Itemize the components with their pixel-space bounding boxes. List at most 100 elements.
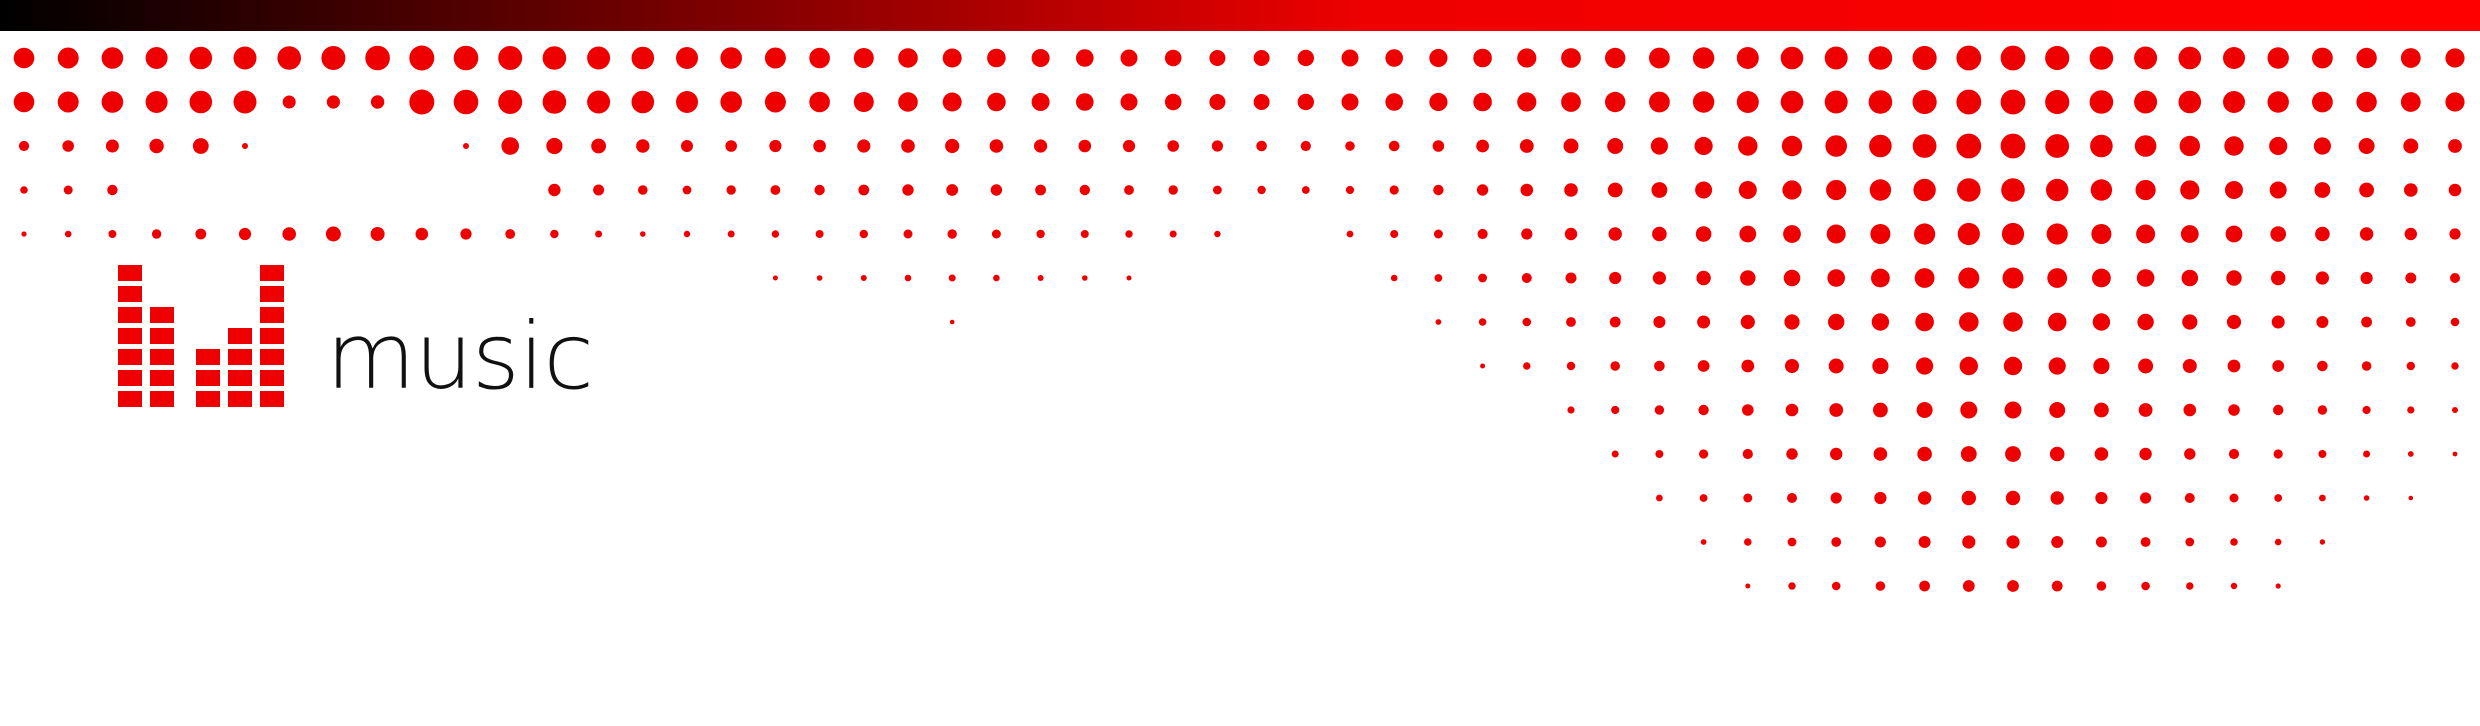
halftone-dot [238, 227, 252, 241]
halftone-dot [1519, 139, 1534, 153]
halftone-dot [1126, 275, 1132, 281]
equalizer-block [118, 349, 142, 365]
halftone-dot [2449, 228, 2461, 240]
equalizer-block [260, 265, 284, 281]
halftone-dot [1611, 405, 1620, 415]
halftone-dot [2356, 47, 2377, 69]
halftone-dot [1745, 583, 1751, 589]
halftone-dot [1695, 226, 1712, 242]
halftone-dot [2184, 493, 2195, 503]
halftone-dot [1873, 447, 1888, 461]
equalizer-block [228, 370, 252, 386]
halftone-dot [1736, 47, 1759, 69]
halftone-dot [809, 47, 830, 69]
halftone-dot [1828, 358, 1844, 374]
halftone-dot [809, 91, 830, 113]
halftone-dot [720, 91, 742, 113]
halftone-dot [1435, 319, 1442, 325]
halftone-dot [1869, 134, 1892, 158]
halftone-dot [2269, 136, 2288, 156]
halftone-dot [1738, 181, 1757, 199]
halftone-dot [1345, 141, 1355, 151]
halftone-dot [681, 140, 693, 152]
halftone-dot [2134, 135, 2157, 157]
equalizer-block [260, 370, 284, 386]
halftone-dot [18, 140, 30, 152]
equalizer-block [260, 307, 284, 323]
halftone-dot [1740, 314, 1755, 330]
halftone-dot [21, 231, 27, 237]
halftone-dot [2359, 182, 2375, 198]
halftone-dot [1788, 582, 1796, 590]
halftone-dot [2360, 271, 2373, 285]
halftone-dot [2134, 90, 2158, 114]
halftone-dot [1651, 182, 1668, 198]
halftone-dot [1120, 93, 1138, 111]
halftone-dot [2274, 494, 2283, 502]
halftone-dot [2407, 406, 2415, 414]
halftone-dot [946, 184, 959, 196]
halftone-dot [1034, 139, 1048, 153]
halftone-dot [902, 184, 914, 196]
halftone-dot [1473, 92, 1492, 112]
halftone-dot [1914, 223, 1936, 245]
halftone-dot [2095, 491, 2108, 505]
halftone-dot [1655, 450, 1664, 458]
halftone-dot [1124, 185, 1134, 195]
brand-logo: music [118, 262, 594, 407]
halftone-dot [542, 90, 567, 114]
halftone-dot [1388, 140, 1400, 152]
halftone-dot [501, 137, 519, 155]
halftone-dot [2091, 224, 2112, 244]
halftone-dot [1785, 359, 1799, 373]
halftone-dot [2317, 360, 2328, 372]
halftone-dot [1429, 92, 1448, 112]
halftone-dot [282, 95, 296, 109]
halftone-dot [904, 274, 912, 282]
halftone-dot [1654, 360, 1665, 372]
halftone-dot [1650, 137, 1668, 155]
halftone-dot [942, 92, 962, 112]
halftone-dot [1741, 359, 1755, 373]
halftone-dot [1031, 49, 1050, 67]
halftone-dot [2140, 492, 2152, 504]
halftone-dot [370, 227, 385, 241]
halftone-dot [1917, 446, 1932, 462]
halftone-dot [1035, 184, 1046, 196]
halftone-dot [64, 230, 72, 238]
halftone-dot [1478, 318, 1487, 326]
halftone-dot [2092, 313, 2111, 331]
halftone-dot [2275, 583, 2281, 589]
halftone-dot [415, 227, 429, 241]
top-gradient-bar [0, 0, 2480, 31]
halftone-dot [1561, 48, 1581, 68]
halftone-dot [2316, 316, 2329, 328]
halftone-dot [365, 45, 390, 71]
halftone-dot [1956, 45, 1982, 71]
halftone-dot [2140, 537, 2151, 547]
halftone-dot [987, 48, 1006, 68]
halftone-dot [1962, 535, 1976, 549]
halftone-dot [2450, 273, 2460, 283]
halftone-dot [1257, 185, 1266, 195]
halftone-dot [1432, 140, 1445, 152]
halftone-dot [2270, 226, 2286, 242]
halftone-dot [1919, 580, 1930, 592]
halftone-dot [1429, 48, 1448, 68]
halftone-dot [2400, 92, 2421, 112]
halftone-dot [1871, 313, 1890, 331]
halftone-dot [546, 137, 563, 155]
halftone-dot [1523, 362, 1531, 370]
halftone-dot [2181, 269, 2199, 287]
halftone-dot [409, 89, 435, 115]
equalizer-block [260, 391, 284, 407]
halftone-dot [20, 186, 28, 194]
halftone-dot [2135, 179, 2156, 201]
halftone-dot [1831, 537, 1842, 547]
halftone-dot [2404, 183, 2418, 197]
halftone-dot [2226, 270, 2242, 286]
halftone-dot [2230, 538, 2238, 546]
halftone-dot [1253, 50, 1270, 66]
halftone-dot [108, 230, 117, 238]
halftone-dot [1211, 140, 1223, 152]
